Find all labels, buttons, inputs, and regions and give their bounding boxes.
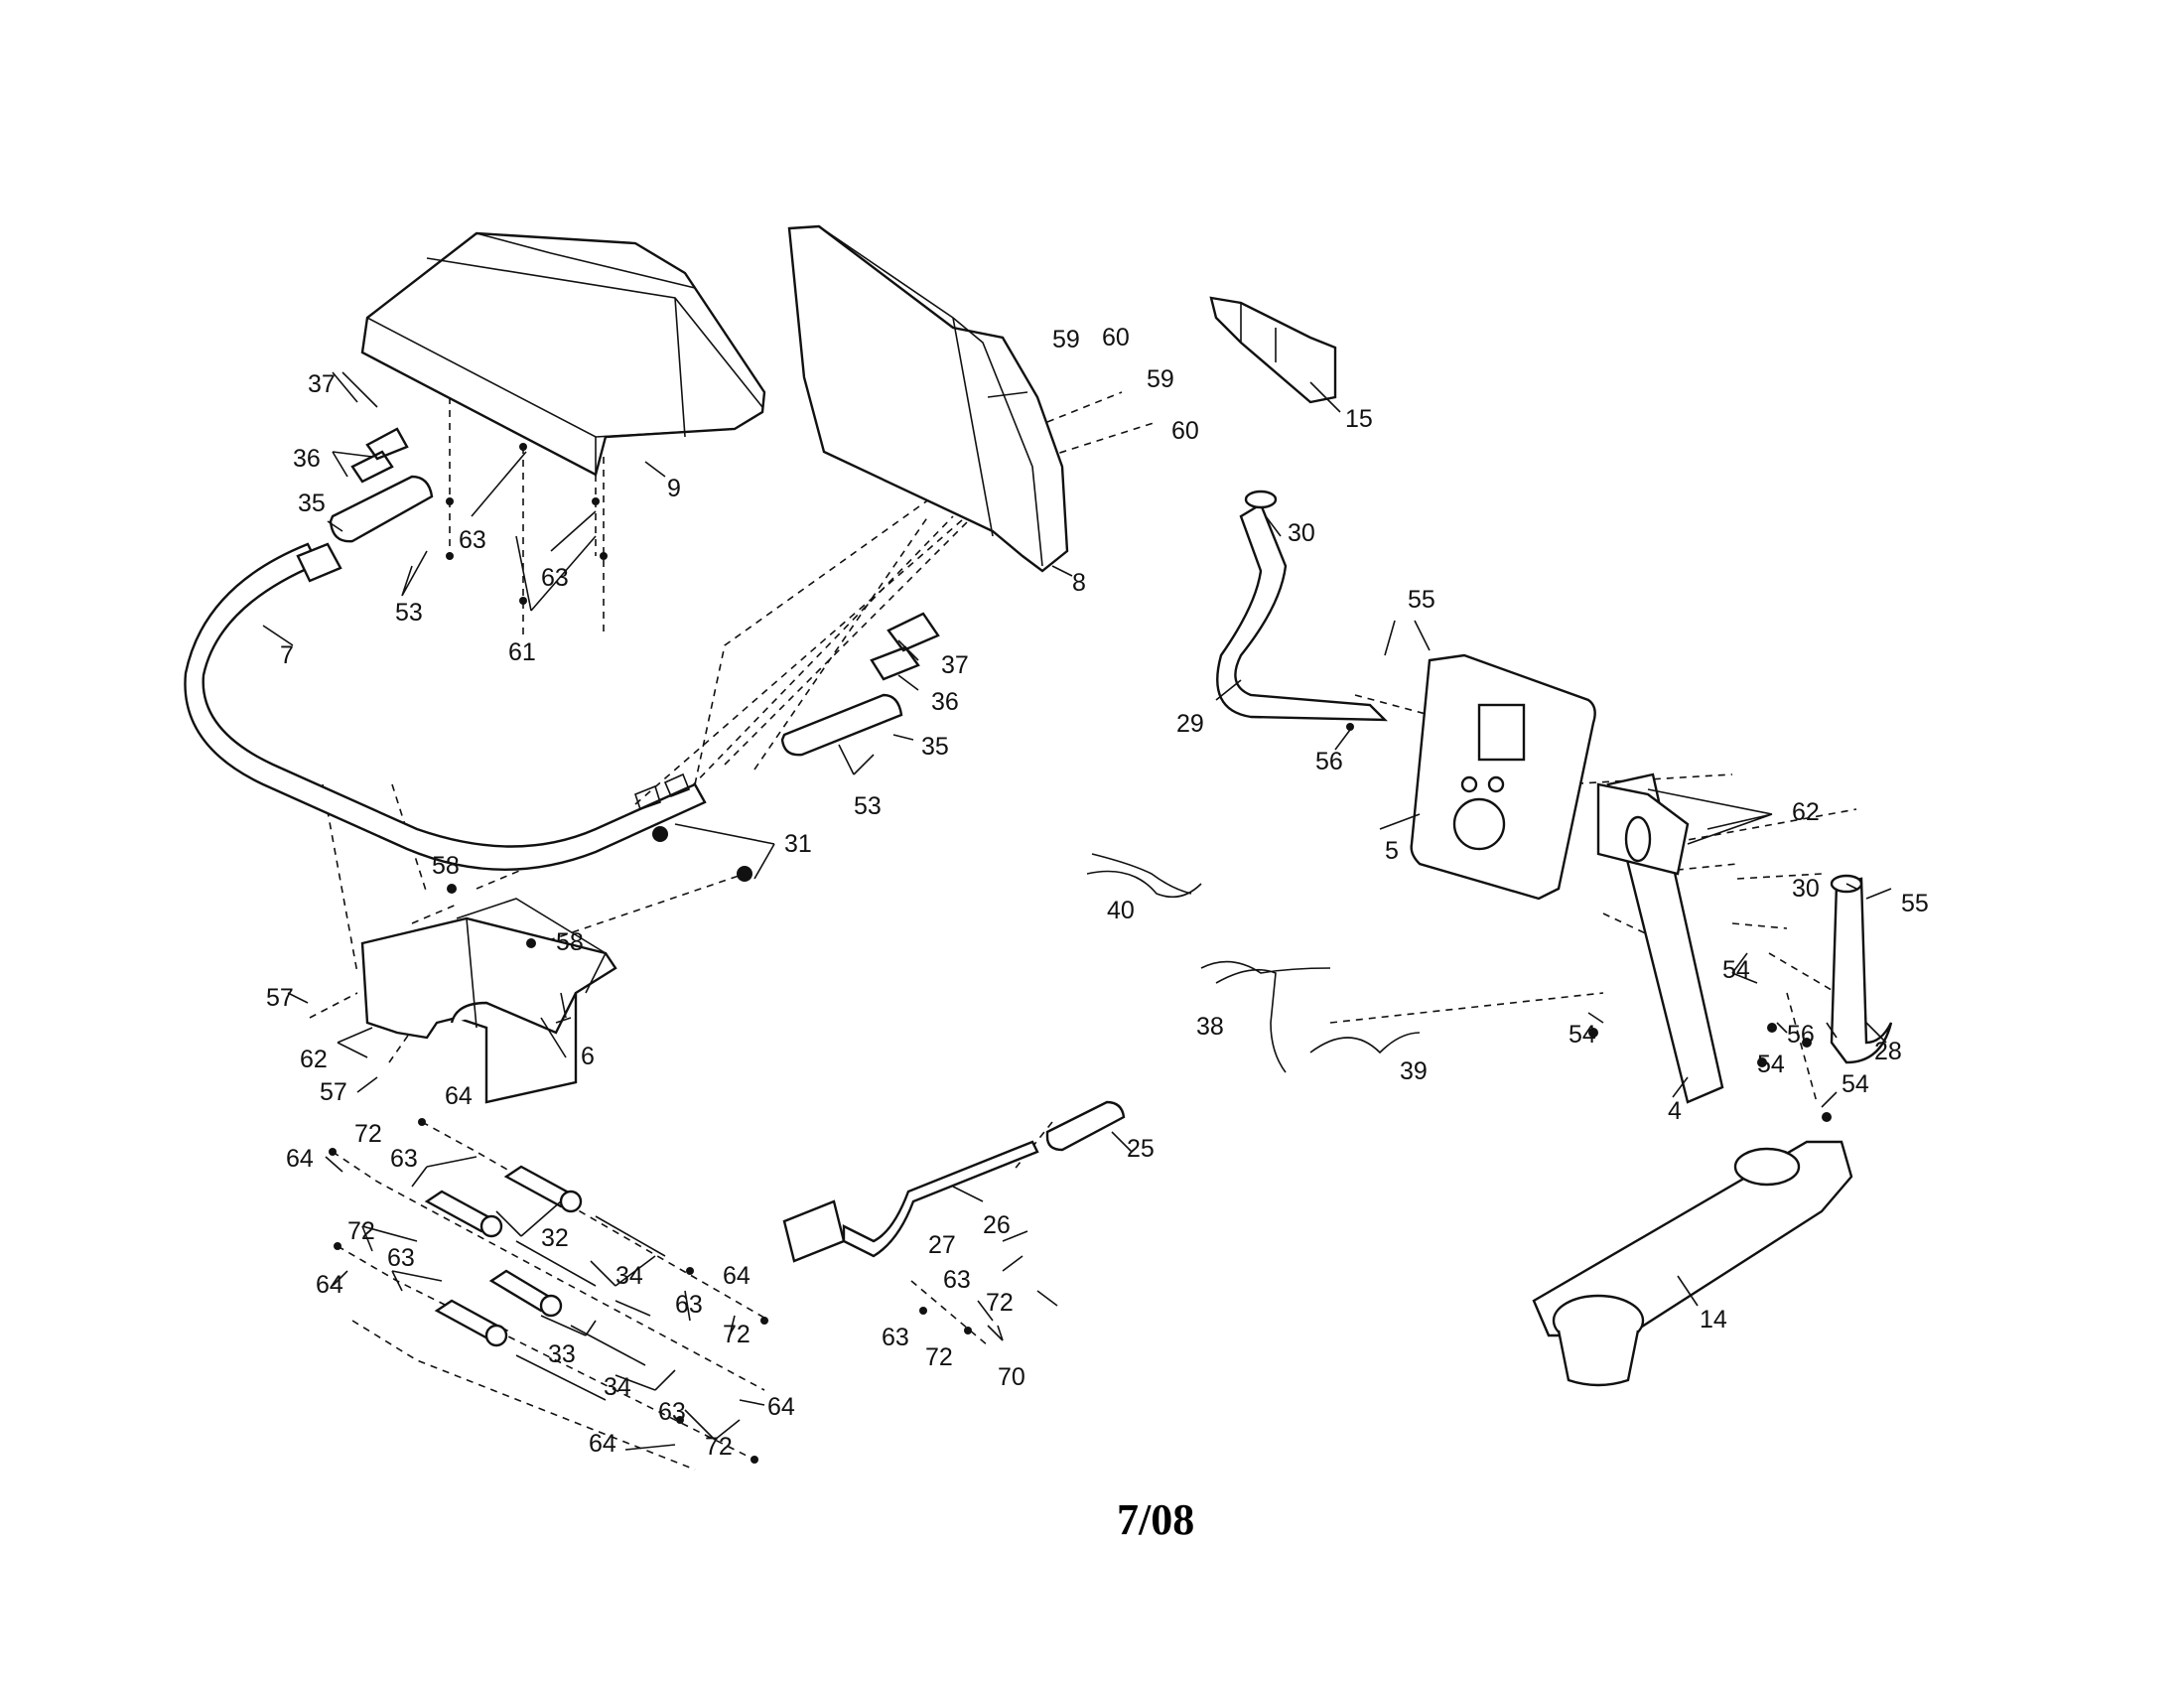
callout-34: 34 (615, 1262, 643, 1290)
callout-28: 28 (1874, 1038, 1902, 1065)
callout-72: 72 (354, 1120, 382, 1148)
backrest-pad (787, 224, 1069, 573)
callout-64: 64 (723, 1262, 751, 1290)
right-handle-grip (780, 612, 940, 757)
rollers-and-axles (424, 1165, 666, 1401)
callout-39: 39 (1400, 1057, 1428, 1085)
callout-38: 38 (1196, 1013, 1224, 1041)
callout-37: 37 (941, 651, 969, 679)
callout-72: 72 (347, 1217, 375, 1245)
callout-63: 63 (943, 1266, 971, 1294)
callout-37: 37 (308, 370, 336, 398)
callout-29: 29 (1176, 710, 1204, 738)
seat-cushion (360, 231, 766, 477)
callout-64: 64 (445, 1082, 473, 1110)
callout-61: 61 (508, 638, 536, 666)
handlebar-guard (1209, 296, 1337, 404)
callout-72: 72 (705, 1433, 733, 1461)
callout-56: 56 (1315, 748, 1343, 775)
callout-labels: 37 36 35 53 7 9 63 63 61 8 59 60 59 60 1… (266, 324, 1929, 1461)
callout-54: 54 (1722, 956, 1750, 984)
callout-62: 62 (1792, 798, 1820, 826)
callout-33: 33 (548, 1340, 576, 1368)
upright-mast (1596, 772, 1724, 1104)
callout-64: 64 (767, 1393, 795, 1421)
callout-72: 72 (925, 1343, 953, 1371)
callout-63: 63 (541, 564, 569, 592)
callout-63: 63 (390, 1145, 418, 1173)
base-tray-with-cupholder (1532, 1140, 1853, 1387)
callout-35: 35 (298, 490, 326, 517)
callout-70: 70 (998, 1363, 1025, 1391)
callout-53: 53 (854, 792, 882, 820)
callout-59: 59 (1147, 365, 1174, 393)
fastener-hardware (329, 443, 1832, 1464)
callout-54: 54 (1757, 1051, 1785, 1078)
callout-63: 63 (882, 1324, 909, 1351)
callout-leader-lines (262, 371, 1892, 1451)
callout-55: 55 (1901, 890, 1929, 917)
seat-frame-tube (184, 542, 707, 871)
callout-4: 4 (1668, 1097, 1682, 1125)
right-handlebar-tube (1830, 874, 1893, 1064)
footer-revision-code: 7/08 (1117, 1495, 1194, 1544)
callout-9: 9 (667, 475, 681, 502)
callout-56: 56 (1787, 1021, 1815, 1049)
callout-27: 27 (928, 1231, 956, 1259)
callout-60: 60 (1102, 324, 1130, 351)
callout-34: 34 (604, 1373, 631, 1401)
callout-72: 72 (986, 1289, 1014, 1317)
callout-63: 63 (459, 526, 486, 554)
callout-36: 36 (293, 445, 321, 473)
callout-64: 64 (316, 1271, 343, 1299)
callout-35: 35 (921, 733, 949, 761)
callout-7: 7 (280, 641, 294, 669)
callout-40: 40 (1107, 897, 1135, 924)
callout-54: 54 (1842, 1070, 1869, 1098)
left-handle-grip (329, 427, 434, 543)
console-display (1410, 653, 1596, 901)
wire-harnesses (1086, 853, 1421, 1073)
callout-55: 55 (1408, 586, 1435, 614)
callout-57: 57 (266, 984, 294, 1012)
callout-14: 14 (1700, 1306, 1727, 1333)
callout-53: 53 (395, 599, 423, 627)
callout-6: 6 (581, 1043, 595, 1070)
callout-63: 63 (387, 1244, 415, 1272)
callout-54: 54 (1569, 1021, 1596, 1049)
callout-25: 25 (1127, 1135, 1155, 1163)
callout-59: 59 (1052, 326, 1080, 353)
callout-30: 30 (1792, 875, 1820, 903)
left-handlebar-tube (1216, 490, 1388, 722)
callout-57: 57 (320, 1078, 347, 1106)
callout-60: 60 (1171, 417, 1199, 445)
callout-58: 58 (556, 928, 584, 956)
callout-36: 36 (931, 688, 959, 716)
assembly-guide-lines (309, 391, 1857, 1471)
callout-63: 63 (675, 1291, 703, 1319)
callout-32: 32 (541, 1224, 569, 1252)
callout-64: 64 (589, 1430, 616, 1458)
callout-63: 63 (658, 1398, 686, 1426)
callout-31: 31 (784, 830, 812, 858)
callout-26: 26 (983, 1211, 1011, 1239)
callout-72: 72 (723, 1321, 751, 1348)
callout-5: 5 (1385, 837, 1399, 865)
callout-8: 8 (1072, 569, 1086, 597)
callout-64: 64 (286, 1145, 314, 1173)
crank-handle (782, 1100, 1126, 1263)
callout-62: 62 (300, 1046, 328, 1073)
callout-15: 15 (1345, 405, 1373, 433)
callout-58: 58 (432, 852, 460, 880)
callout-30: 30 (1288, 519, 1315, 547)
